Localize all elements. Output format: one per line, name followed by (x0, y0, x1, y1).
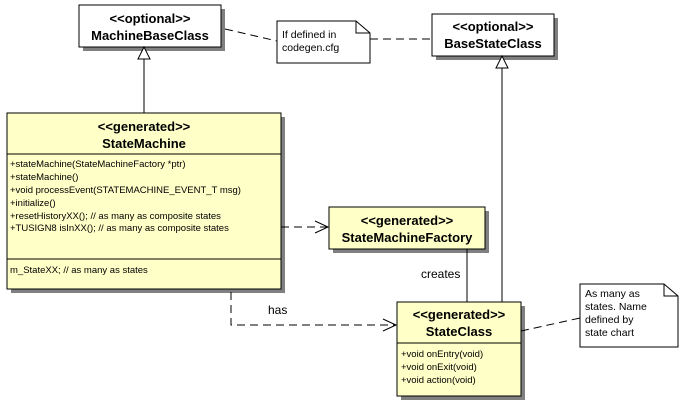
state-class-op-3: +void action(void) (401, 375, 476, 386)
dependency-factory-arrowhead (314, 220, 330, 234)
note-states: As many as states. Name defined by state… (579, 283, 679, 348)
state-machine-factory-class[interactable]: <<generated>> StateMachineFactory (328, 206, 489, 253)
note-codegen-line-1: If defined in (282, 29, 336, 41)
base-state-stereotype: <<optional>> (453, 19, 534, 34)
has-label: has (268, 303, 287, 317)
base-state-class[interactable]: <<optional>> BaseStateClass (431, 13, 558, 60)
state-class-op-1: +void onEntry(void) (401, 349, 483, 360)
note-codegen: If defined in codegen.cfg (276, 20, 371, 64)
note-states-line-1: As many as (585, 288, 640, 300)
creates-label: creates (421, 267, 460, 281)
state-machine-attr-1: m_StateXX; // as many as states (10, 265, 148, 276)
note-states-line-4: state chart (585, 327, 634, 339)
factory-stereotype: <<generated>> (361, 213, 454, 228)
has-association (230, 292, 395, 326)
state-machine-op-1: +stateMachine(StateMachineFactory *ptr) (10, 159, 186, 170)
state-machine-op-3: +void processEvent(STATEMACHINE_EVENT_T … (10, 185, 241, 196)
machine-base-class[interactable]: <<optional>> MachineBaseClass (78, 4, 225, 51)
has-arrowhead (382, 318, 398, 332)
note-anchor-state-class (520, 317, 581, 332)
machine-base-stereotype: <<optional>> (110, 11, 191, 26)
state-machine-op-6: +TUSIGN8 isInXX(); // as many as composi… (10, 223, 229, 234)
machine-base-name: MachineBaseClass (91, 28, 209, 43)
generalization-arrowhead-base-state (495, 54, 509, 69)
state-machine-op-5: +resetHistoryXX(); // as many as composi… (10, 211, 221, 222)
state-class-stereotype: <<generated>> (413, 307, 506, 322)
base-state-name: BaseStateClass (444, 36, 542, 51)
state-machine-op-4: +initialize() (10, 198, 56, 209)
note-states-line-3: defined by (585, 314, 634, 326)
state-class[interactable]: <<generated>> StateClass +void onEntry(v… (396, 301, 525, 400)
state-machine-name: StateMachine (102, 136, 186, 151)
note-codegen-line-2: codegen.cfg (282, 42, 339, 54)
note-states-line-2: states. Name (585, 301, 647, 313)
state-machine-stereotype: <<generated>> (98, 119, 191, 134)
generalization-arrowhead-machine (137, 45, 151, 60)
state-class-name: StateClass (426, 324, 492, 339)
state-class-op-2: +void onExit(void) (401, 362, 477, 373)
note-anchor-machine-base (224, 28, 278, 42)
state-machine-class[interactable]: <<generated>> StateMachine +stateMachine… (6, 112, 285, 293)
factory-name: StateMachineFactory (342, 230, 474, 245)
state-machine-op-2: +stateMachine() (10, 172, 78, 183)
